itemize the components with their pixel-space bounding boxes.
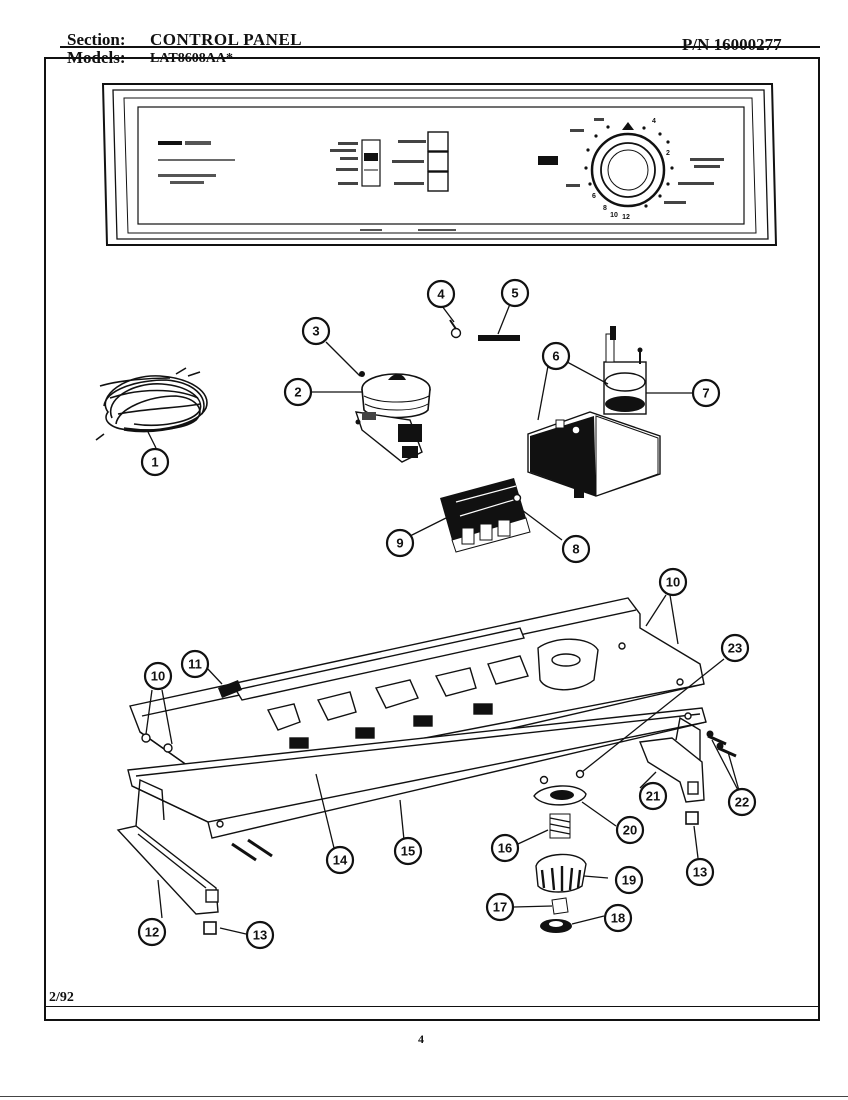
callout: 10 xyxy=(658,567,688,597)
footer-rule xyxy=(44,1006,820,1007)
clip xyxy=(203,921,217,935)
section-label: Section: xyxy=(67,30,126,49)
callout: 19 xyxy=(614,865,644,895)
screws xyxy=(231,730,737,862)
clip xyxy=(685,811,699,825)
callout: 21 xyxy=(638,781,668,811)
page-bottom-rule xyxy=(0,1096,848,1097)
callout: 11 xyxy=(180,649,210,679)
callout: 13 xyxy=(685,857,715,887)
callout: 3 xyxy=(301,316,331,346)
end-bracket-left xyxy=(116,778,219,915)
callout: 17 xyxy=(485,892,515,922)
control-panel-bracket xyxy=(129,597,705,799)
svg-text:3: 3 xyxy=(312,324,319,339)
dial-number: 6 xyxy=(592,193,596,200)
callout: 4 xyxy=(426,279,456,309)
revision-date: 2/92 xyxy=(49,990,74,1005)
timer-assembly xyxy=(527,326,661,498)
callout: 12 xyxy=(137,917,167,947)
mounting-rail xyxy=(127,707,707,839)
temperature-switch xyxy=(440,478,531,553)
svg-text:1: 1 xyxy=(151,455,158,470)
svg-text:11: 11 xyxy=(188,657,202,672)
callout: 16 xyxy=(490,833,520,863)
timer-knob-stack xyxy=(533,769,587,933)
clip-and-rod xyxy=(449,319,520,341)
dial-number: 2 xyxy=(666,150,670,157)
svg-text:2: 2 xyxy=(294,385,301,400)
callout: 18 xyxy=(603,903,633,933)
dial-number: 8 xyxy=(603,205,607,212)
svg-text:15: 15 xyxy=(401,844,415,859)
svg-text:18: 18 xyxy=(611,911,625,926)
svg-text:23: 23 xyxy=(728,641,742,656)
callout: 14 xyxy=(325,845,355,875)
dial-number: 4 xyxy=(652,118,656,125)
callout: 5 xyxy=(500,278,530,308)
part-number: P/N 16000277 xyxy=(682,35,782,54)
svg-text:6: 6 xyxy=(552,349,559,364)
control-console: 2 4 6 8 10 12 xyxy=(101,83,778,246)
svg-text:17: 17 xyxy=(493,900,507,915)
callout: 23 xyxy=(720,633,750,663)
svg-text:22: 22 xyxy=(735,795,749,810)
header-rule xyxy=(60,46,820,48)
dial-numbers: 2 4 6 8 10 12 xyxy=(592,118,670,221)
svg-text:13: 13 xyxy=(693,865,707,880)
callout: 7 xyxy=(691,378,721,408)
callout: 8 xyxy=(561,534,591,564)
svg-text:9: 9 xyxy=(396,536,403,551)
end-bracket-right xyxy=(639,716,705,803)
diagram-frame xyxy=(44,57,820,1021)
svg-text:19: 19 xyxy=(622,873,636,888)
pressure-switch xyxy=(354,371,431,463)
callout: 9 xyxy=(385,528,415,558)
svg-text:12: 12 xyxy=(145,925,159,940)
leader-lines xyxy=(145,303,741,935)
svg-text:8: 8 xyxy=(572,542,579,557)
svg-text:5: 5 xyxy=(511,286,518,301)
callout: 13 xyxy=(245,920,275,950)
svg-text:4: 4 xyxy=(437,287,445,302)
svg-text:7: 7 xyxy=(702,386,709,401)
svg-text:16: 16 xyxy=(498,841,512,856)
callout: 15 xyxy=(393,836,423,866)
svg-text:20: 20 xyxy=(623,823,637,838)
svg-text:14: 14 xyxy=(333,853,348,868)
small-bracket xyxy=(218,680,242,698)
callouts: 1 2 3 4 5 6 7 8 9 10 10 11 12 13 13 14 1… xyxy=(137,278,757,950)
section-title: CONTROL PANEL xyxy=(150,30,303,49)
dial-number: 12 xyxy=(622,214,630,221)
callout: 20 xyxy=(615,815,645,845)
callout: 2 xyxy=(283,377,313,407)
svg-text:10: 10 xyxy=(151,669,165,684)
dial-number: 10 xyxy=(610,212,618,219)
wire-harness xyxy=(95,367,208,441)
callout: 6 xyxy=(541,341,571,371)
svg-text:21: 21 xyxy=(646,789,660,804)
callout: 22 xyxy=(727,787,757,817)
callout: 10 xyxy=(143,661,173,691)
svg-text:10: 10 xyxy=(666,575,680,590)
callout: 1 xyxy=(140,447,170,477)
svg-text:13: 13 xyxy=(253,928,267,943)
page-number: 4 xyxy=(418,1032,424,1046)
